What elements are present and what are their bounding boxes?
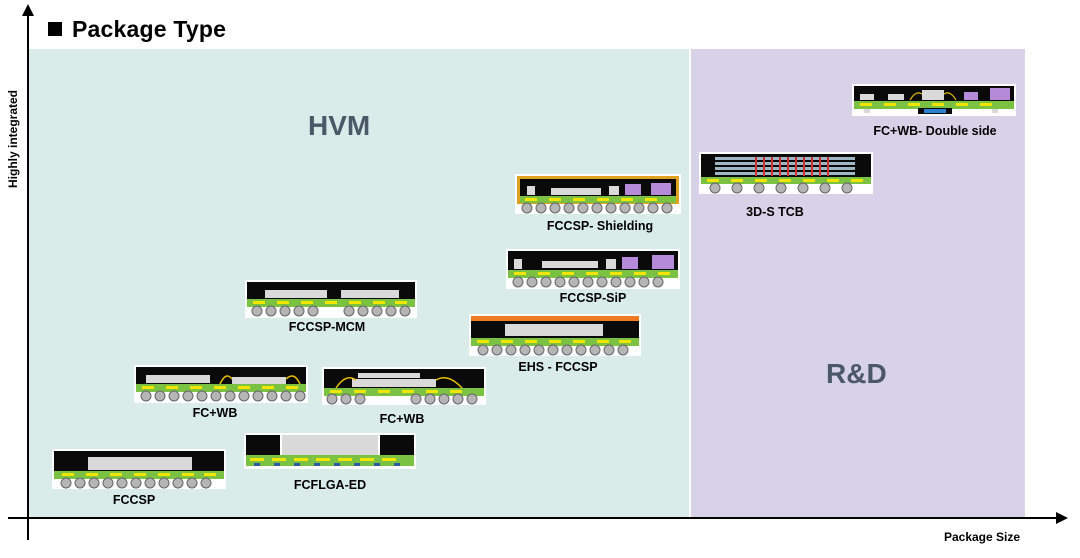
pkg-fccsp-shielding-label: FCCSP- Shielding [546, 219, 654, 233]
fcflga-ed-diagram-icon [244, 433, 416, 469]
pkg-fc-wb-2-image [322, 367, 486, 405]
pkg-3d-s-tcb-image [699, 152, 873, 194]
pkg-fc-wb-2-label: FC+WB [379, 412, 425, 426]
pkg-fccsp-label: FCCSP [112, 493, 156, 507]
fccsp-shielding-diagram-icon [515, 174, 681, 214]
pkg-ehs-fccsp-image [469, 314, 641, 356]
fc-wb-double-side-diagram-icon [852, 84, 1016, 116]
pkg-fccsp-sip-label: FCCSP-SiP [559, 291, 627, 305]
title-row: Package Type [48, 14, 226, 44]
fccsp-sip-diagram-icon [506, 249, 680, 289]
page-title: Package Type [72, 15, 227, 42]
pkg-3d-s-tcb-label: 3D-S TCB [746, 205, 804, 219]
pkg-fccsp-sip-image [506, 249, 680, 289]
pkg-fcflga-ed-label: FCFLGA-ED [293, 478, 367, 492]
y-axis-label: Highly integrated [6, 90, 20, 189]
pkg-fc-wb-double-side-label: FC+WB- Double side [873, 124, 997, 138]
rd-region [691, 49, 1025, 518]
pkg-fc-wb-double-side-image [852, 84, 1016, 116]
hvm-label: HVM [308, 110, 371, 141]
3d-s-tcb-diagram-icon [699, 152, 873, 194]
pkg-fcflga-ed-image [244, 433, 416, 469]
x-axis-label: Package Size [943, 530, 1021, 544]
y-axis-arrow [22, 4, 34, 16]
fccsp-diagram-icon [52, 449, 226, 489]
pkg-fccsp-shielding-image [515, 174, 681, 214]
fc-wb-1-diagram-icon [134, 365, 308, 403]
fccsp-mcm-diagram-icon [245, 280, 417, 318]
pkg-ehs-fccsp-label: EHS - FCCSP [518, 360, 598, 374]
pkg-fc-wb-1-image [134, 365, 308, 403]
pkg-fc-wb-1-label: FC+WB [192, 406, 238, 420]
pkg-fccsp-mcm-label: FCCSP-MCM [288, 320, 366, 334]
title-bullet-icon [48, 22, 62, 36]
fc-wb-2-diagram-icon [322, 367, 486, 405]
pkg-fccsp-mcm-image [245, 280, 417, 318]
rd-label: R&D [826, 358, 887, 389]
pkg-fccsp-image [52, 449, 226, 489]
x-axis-arrow [1056, 512, 1068, 524]
ehs-fccsp-diagram-icon [469, 314, 641, 356]
